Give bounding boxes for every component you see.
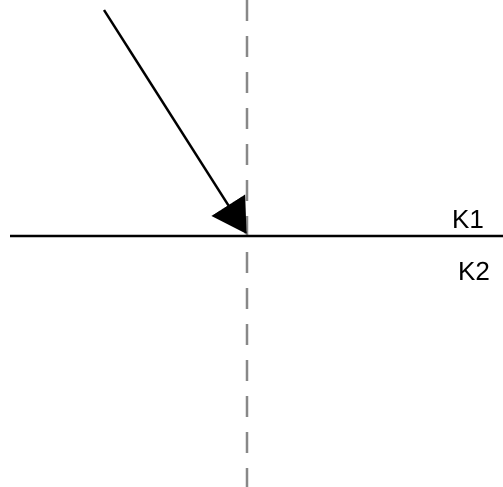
medium-label-k1: K1 [452, 204, 484, 234]
incident-ray-arrow [102, 9, 248, 234]
medium-label-k2: K2 [458, 256, 490, 286]
